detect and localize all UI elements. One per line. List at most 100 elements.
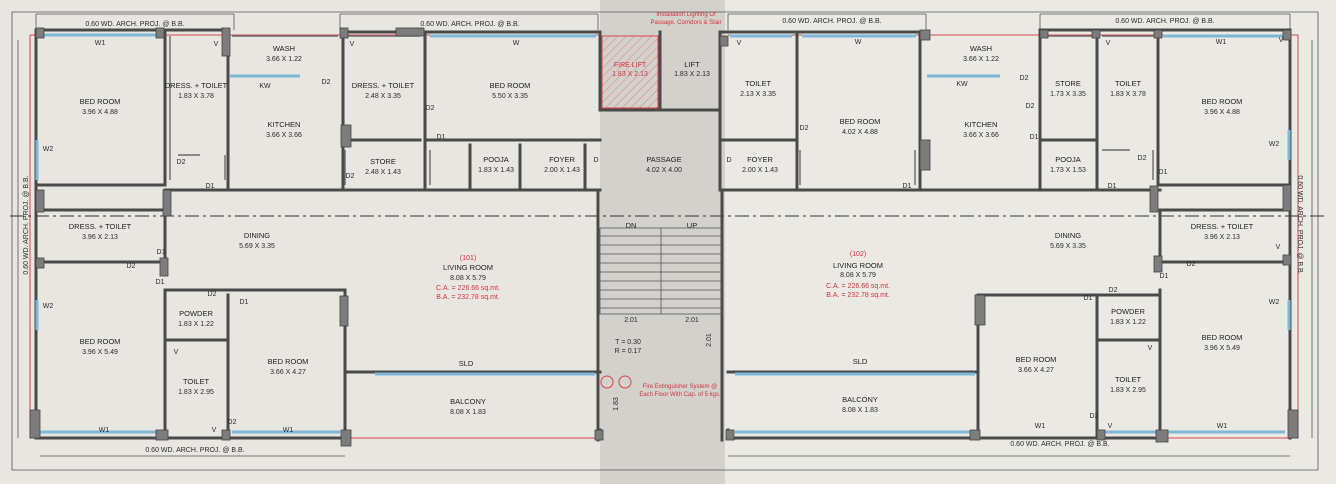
svg-text:D2: D2 [1026,103,1035,110]
u102-dress-size: 3.96 X 2.13 [1204,234,1240,241]
u101-powder-name: POWDER [179,309,213,318]
u102-dress-name: DRESS. + TOILET [1191,222,1254,231]
u102-wash-name: WASH [970,44,992,53]
svg-text:KW: KW [956,81,968,88]
svg-text:D1: D1 [437,134,446,141]
note-extinguisher-2: Each Floor With Cap. of 5 kgs. [639,392,721,398]
structural-column [1153,255,1163,273]
structural-column [1149,185,1159,213]
structural-column [1287,409,1299,439]
svg-text:D1: D1 [156,279,165,286]
stair-dim-a: 2.01 [624,317,638,324]
stair-tread: T = 0.30 [615,339,641,346]
u102-toilet2-size: 1.83 X 3.78 [1110,91,1146,98]
svg-text:D2: D2 [1109,287,1118,294]
svg-text:D2: D2 [228,419,237,426]
u102-bed2-size: 3.96 X 4.88 [1204,109,1240,116]
structural-column [339,27,349,39]
u101-powder-size: 1.83 X 1.22 [178,321,214,328]
structural-column [29,409,41,439]
svg-text:V: V [1108,423,1113,430]
u102-dining-size: 5.69 X 3.35 [1050,243,1086,250]
u102-pooja-size: 1.73 X 1.53 [1050,167,1086,174]
u101-dress2-name: DRESS. + TOILET [352,81,415,90]
u101-dress2-size: 2.48 X 3.35 [365,93,401,100]
svg-text:D1: D1 [903,183,912,190]
u102-toilet3-name: TOILET [1115,375,1142,384]
u101-bed3-name: BED ROOM [80,337,121,346]
u102-bed1-name: BED ROOM [840,117,881,126]
u102-toilet1-name: TOILET [745,79,772,88]
structural-column [155,429,169,441]
fire-extinguisher-symbol [600,375,614,389]
passage-name: PASSAGE [646,155,681,164]
structural-column [159,257,169,277]
svg-text:W1: W1 [95,40,106,47]
stair-treads [599,227,723,315]
svg-text:V: V [174,349,179,356]
lift-size: 1.83 X 2.13 [674,71,710,78]
u102-bed1-size: 4.02 X 4.88 [842,129,878,136]
svg-text:V: V [1106,40,1111,47]
u102-sld: SLD [853,357,868,366]
u101-bed2-name: BED ROOM [490,81,531,90]
svg-text:W2: W2 [1269,141,1280,148]
stair-dn: DN [626,221,637,230]
structural-column [1096,429,1106,441]
u102-kitchen-size: 3.66 X 3.66 [963,132,999,139]
svg-text:W2: W2 [43,303,54,310]
structural-column [221,27,231,57]
svg-text:W: W [513,40,520,47]
u101-kitchen-name: KITCHEN [268,120,301,129]
structural-column [1153,29,1163,39]
svg-text:D1: D1 [1084,295,1093,302]
svg-text:W1: W1 [1035,423,1046,430]
u102-toilet3-size: 1.83 X 2.95 [1110,387,1146,394]
stair-dim-c: 2.01 [706,333,713,347]
u101-bed3-size: 3.96 X 5.49 [82,349,118,356]
u102-bed3-name: BED ROOM [1202,333,1243,342]
svg-text:D2: D2 [1020,75,1029,82]
svg-text:V: V [350,41,355,48]
structural-column [395,27,425,37]
u101-bed2-size: 5.50 X 3.35 [492,93,528,100]
structural-column [919,29,931,41]
u102-bed2-name: BED ROOM [1202,97,1243,106]
glazing [35,33,1291,434]
plot-boundary [11,11,1319,471]
svg-text:D2: D2 [1138,155,1147,162]
u101-store-name: STORE [370,157,396,166]
arch-proj-label-3: 0.60 WD. ARCH. PROJ. @ B.B. [782,18,881,25]
u101-dining-name: DINING [244,231,270,240]
svg-text:D1: D1 [1030,134,1039,141]
u101-balcony-size: 8.08 X 1.83 [450,409,486,416]
u101-carpet-area: C.A. = 226.66 sq.mt. [436,285,500,292]
u102-foyer-name: FOYER [747,155,773,164]
arch-proj-label-1: 0.60 WD. ARCH. PROJ. @ B.B. [85,21,184,28]
arch-proj-label-6: 0.60 WD. ARCH. PROJ. @ B.B. [1010,441,1109,448]
svg-text:KW: KW [259,83,271,90]
u101-dress3-name: DRESS. + TOILET [69,222,132,231]
u102-foyer-size: 2.00 X 1.43 [742,167,778,174]
svg-text:D2: D2 [1187,261,1196,268]
svg-text:D2: D2 [800,125,809,132]
stair-dim-d: 1.83 [613,397,620,411]
fire-lift-size: 1.83 X 2.13 [612,71,648,78]
u101-bed1-name: BED ROOM [80,97,121,106]
svg-text:W2: W2 [1269,299,1280,306]
structural-column [1155,429,1169,443]
arch-proj-label-right: 0.60 WD. ARCH. PROJ. @ B.B. [1296,175,1303,274]
u101-balcony-name: BALCONY [450,397,486,406]
u101-bed4-size: 3.66 X 4.27 [270,369,306,376]
svg-text:V: V [1276,244,1281,251]
svg-text:D1: D1 [157,249,166,256]
svg-text:V: V [1279,37,1284,44]
u102-balcony-name: BALCONY [842,395,878,404]
u101-pooja-name: POOJA [483,155,508,164]
arch-proj-label-5: 0.60 WD. ARCH. PROJ. @ B.B. [145,447,244,454]
u102-bed4-size: 3.66 X 4.27 [1018,367,1054,374]
stair-riser: R = 0.17 [615,348,642,355]
svg-text:V: V [737,40,742,47]
svg-text:D2: D2 [426,105,435,112]
structural-column [162,189,172,217]
